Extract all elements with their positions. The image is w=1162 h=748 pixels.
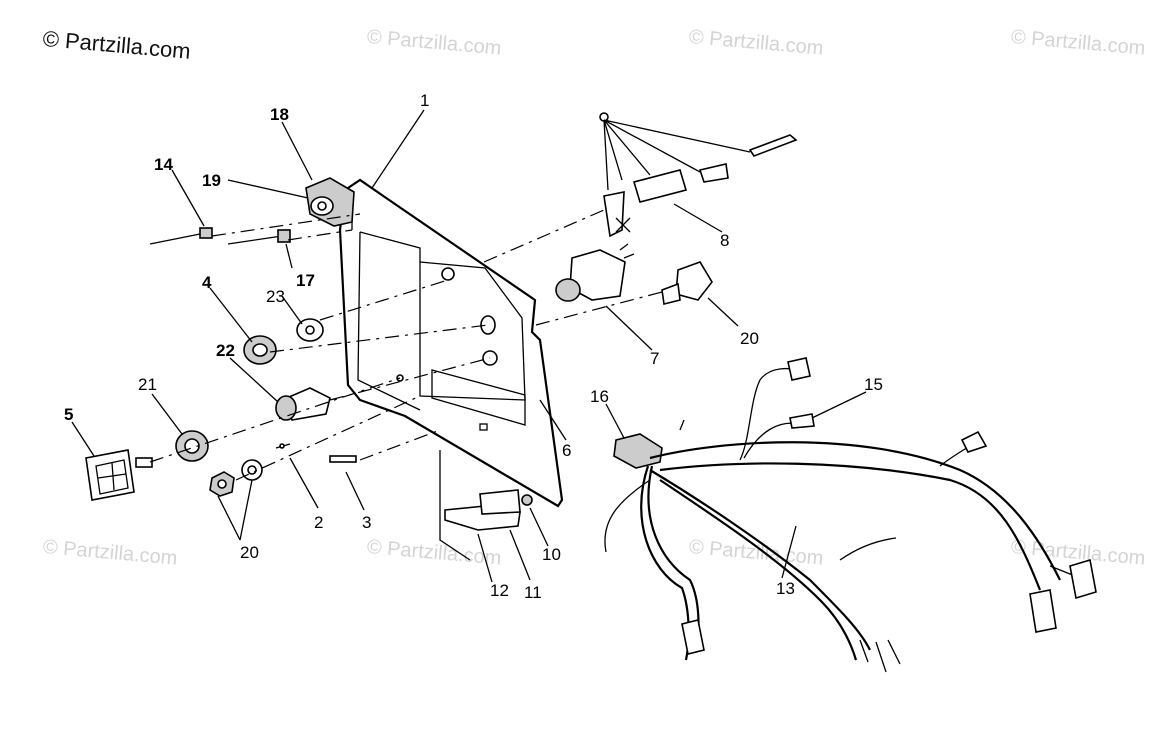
harness-plug-upper-right [960,430,988,453]
callout-labels: 1 2 3 4 5 6 7 8 10 11 12 13 14 15 16 17 … [64,91,883,602]
nut-20 [209,471,235,497]
callout-16: 16 [590,387,609,406]
switch-assembly-8 [599,112,798,238]
key-switch-7 [555,243,635,302]
callout-1: 1 [420,91,429,110]
harness-clip-15 [789,413,815,429]
callout-4: 4 [202,273,212,292]
bracket-11-12 [439,450,533,561]
harness-plug-upper [787,357,811,381]
callout-19: 19 [202,171,221,190]
panel-slot [479,423,488,431]
screw-3 [329,455,357,463]
assembly-lines [149,209,663,481]
panel-hole-middle [480,315,496,335]
callout-7: 7 [650,349,659,368]
callout-18: 18 [270,105,289,124]
washer-23 [296,318,324,342]
callout-20-left: 20 [240,543,259,562]
callout-11: 11 [524,583,542,602]
callout-5: 5 [64,405,73,424]
bolt-14 [149,227,213,245]
callout-13: 13 [776,579,795,598]
callout-8: 8 [720,231,729,250]
screw-2 [275,443,291,449]
callout-23: 23 [266,287,285,306]
callout-3: 3 [362,513,371,532]
toggle-switch-20 [661,261,713,305]
callout-14: 14 [154,155,173,174]
callout-17: 17 [296,271,315,290]
wiring-harness [604,367,1081,673]
callout-6: 6 [562,441,571,460]
harness-plug-right [1029,558,1097,633]
harness-plug-lower [681,619,705,655]
panel-hole-upper [441,267,455,281]
callout-20-right: 20 [740,329,759,348]
callout-21: 21 [138,375,157,394]
callout-12: 12 [490,581,509,600]
lockwasher-20 [241,459,263,481]
console-panel [338,178,564,508]
bolt-17 [227,229,291,245]
emblem-cap-5 [85,449,153,501]
bezel-21 [175,430,209,462]
leader-lines [71,109,867,583]
callout-15: 15 [864,375,883,394]
switch-bracket [305,177,355,227]
callout-2: 2 [314,513,323,532]
callout-10: 10 [542,545,561,564]
callout-22: 22 [216,341,235,360]
connector-16 [613,433,663,469]
knob-4 [243,335,277,365]
